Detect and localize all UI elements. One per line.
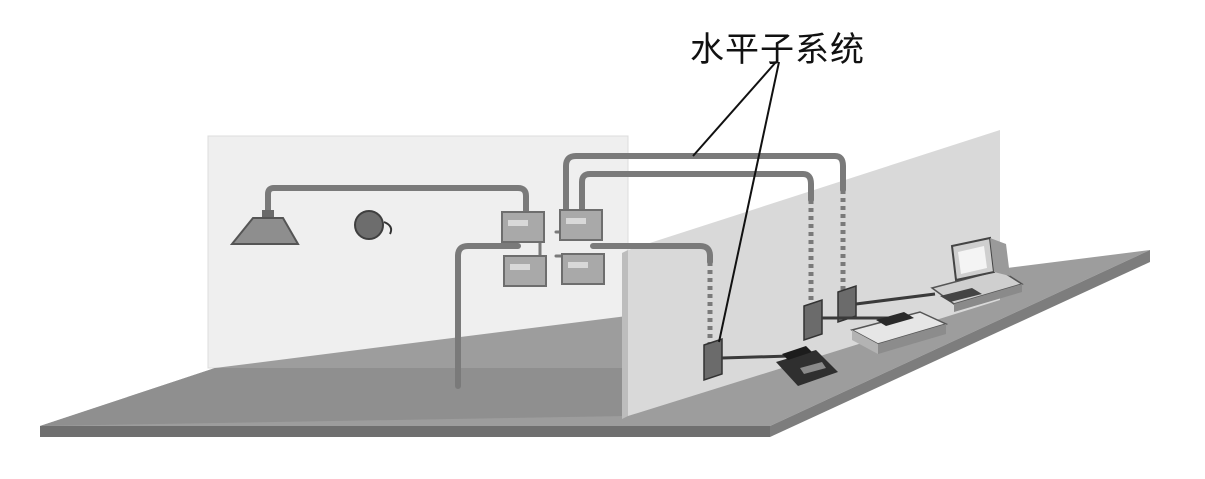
- patch-box-2: [559, 209, 603, 241]
- cable-to-speaker: [265, 185, 529, 217]
- horizontal-cables: [265, 153, 846, 389]
- floor-right-edge: [770, 250, 1150, 437]
- cable-outer-loop: [563, 153, 846, 217]
- computer-icon: [930, 236, 1024, 312]
- horizontal-subsystem-label: 水平子系统: [690, 30, 865, 70]
- cable-inner-loop: [579, 171, 814, 217]
- patch-box-4: [561, 253, 605, 285]
- telephone-icon: [776, 346, 838, 386]
- wall-outlets: [703, 284, 857, 382]
- partition-wall-edge: [622, 250, 628, 419]
- outlet-2: [803, 298, 823, 342]
- printer-icon: [849, 311, 949, 354]
- leader-lines: [692, 61, 780, 343]
- patch-box-3: [503, 255, 547, 287]
- camera-icon: [354, 210, 393, 240]
- floor-top-shade: [40, 368, 628, 426]
- cable-riser: [455, 243, 521, 389]
- speaker-icon: [229, 210, 300, 245]
- floor-edge: [40, 426, 770, 437]
- outlet-3: [837, 284, 857, 324]
- concealed-cables: [707, 190, 846, 344]
- outlet-1: [703, 337, 723, 382]
- patch-panel-boxes: [501, 209, 605, 287]
- patch-box-1: [501, 211, 545, 243]
- cable-to-outlet-1: [590, 243, 713, 265]
- computer-keyboard: [940, 288, 982, 302]
